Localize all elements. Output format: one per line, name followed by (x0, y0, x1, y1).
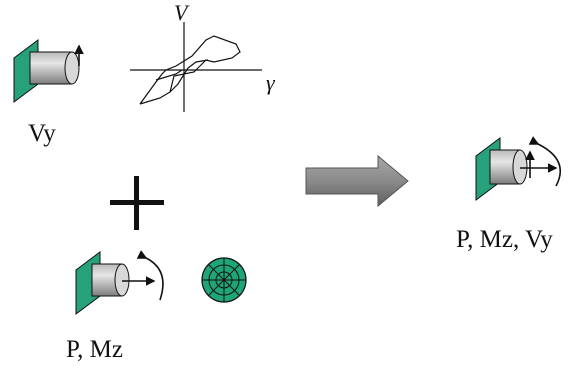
plus-icon (110, 176, 164, 230)
element-p-mz (75, 250, 164, 315)
cylinder-end (512, 149, 528, 185)
label-p-mz: P, Mz (66, 336, 123, 363)
label-p-mz-vy: P, Mz, Vy (456, 226, 553, 253)
hysteresis-loop (139, 35, 241, 105)
section-icon (201, 257, 247, 303)
cylinder-end (64, 51, 80, 85)
result-arrow-icon (305, 154, 409, 208)
gamma-axis-label: γ (266, 70, 275, 95)
label-vy: Vy (28, 120, 56, 147)
element-p-mz-vy (475, 136, 561, 201)
moment-arrow-icon (136, 250, 164, 301)
element-vy (13, 39, 84, 103)
cylinder-end (114, 263, 130, 297)
moment-arrow-icon (528, 136, 561, 187)
hysteresis-loop-lower (155, 69, 183, 81)
hysteresis-loop-inner (169, 59, 209, 93)
v-axis-label: V (174, 0, 188, 25)
hysteresis-plot (130, 22, 262, 112)
